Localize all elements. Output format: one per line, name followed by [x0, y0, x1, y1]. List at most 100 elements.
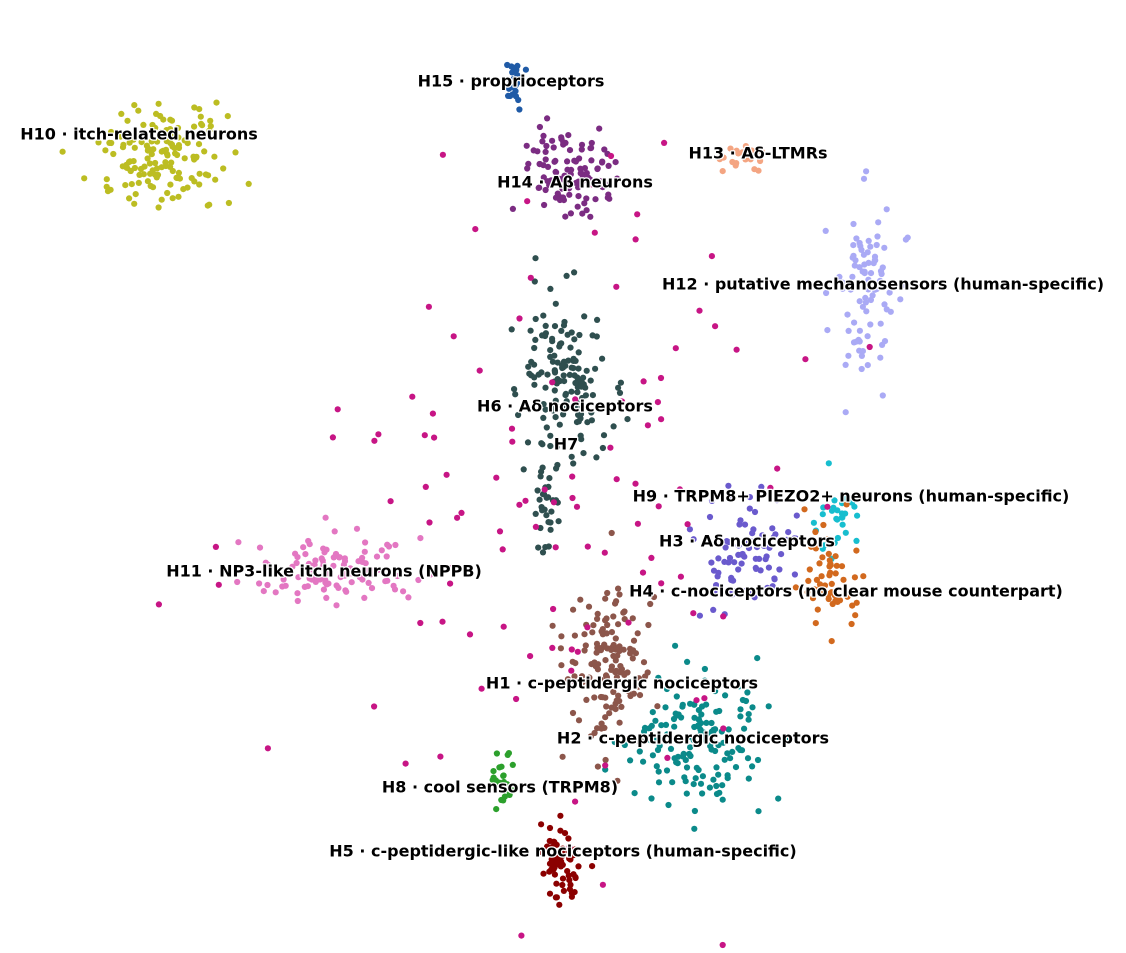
scatter-point [758, 148, 765, 155]
scatter-point [294, 590, 301, 597]
scatter-point [572, 874, 579, 882]
scatter-point [632, 480, 639, 487]
scatter-point [654, 703, 661, 710]
scatter-point [516, 501, 523, 508]
scatter-point [575, 365, 582, 372]
cluster-label: H11 · NP3-like itch neurons (NPPB) [166, 562, 482, 581]
scatter-point [548, 866, 555, 874]
scatter-point [566, 191, 573, 198]
scatter-point [805, 577, 812, 585]
scatter-point [727, 755, 734, 762]
scatter-point [560, 411, 567, 418]
scatter-point [674, 712, 681, 719]
scatter-point [421, 432, 428, 439]
scatter-point [747, 156, 754, 163]
scatter-point [850, 339, 858, 346]
scatter-point [594, 165, 601, 173]
scatter-point [383, 553, 390, 560]
scatter-point [749, 704, 756, 711]
scatter-point [565, 132, 572, 139]
scatter-point [817, 584, 824, 591]
scatter-point [774, 465, 781, 472]
scatter-point [792, 584, 800, 591]
scatter-point [728, 591, 736, 598]
scatter-point [839, 514, 846, 521]
scatter-point [849, 602, 856, 609]
scatter-point [225, 199, 232, 207]
scatter-point [731, 559, 738, 566]
scatter-point [546, 475, 553, 482]
scatter-point [785, 529, 792, 536]
scatter-point [719, 782, 726, 789]
scatter-point [701, 677, 708, 684]
scatter-point [549, 644, 556, 652]
scatter-point [499, 546, 506, 553]
scatter-point [713, 764, 720, 771]
scatter-point [549, 137, 556, 144]
scatter-point [771, 576, 778, 583]
scatter-point [834, 534, 842, 542]
scatter-point [540, 162, 547, 169]
scatter-point [532, 336, 539, 343]
scatter-point [618, 398, 626, 405]
scatter-point [853, 599, 860, 606]
scatter-point [727, 145, 734, 152]
scatter-point [852, 257, 859, 264]
scatter-point [131, 102, 138, 109]
scatter-point [498, 796, 505, 804]
scatter-point [321, 549, 328, 556]
scatter-point [149, 184, 157, 191]
scatter-point [720, 725, 727, 732]
scatter-point [839, 521, 846, 528]
scatter-point [563, 398, 570, 405]
scatter-point [696, 612, 704, 619]
scatter-point [575, 863, 582, 870]
scatter-point [175, 134, 182, 141]
scatter-point [540, 132, 547, 139]
scatter-point [553, 169, 560, 176]
scatter-point [558, 662, 565, 669]
scatter-point [106, 139, 113, 146]
cluster-points-2 [716, 143, 765, 175]
scatter-point [597, 676, 604, 683]
scatter-point [845, 352, 852, 359]
scatter-point [516, 315, 523, 322]
scatter-point [211, 153, 218, 160]
scatter-point [405, 594, 412, 601]
scatter-point [560, 139, 567, 146]
scatter-point [167, 139, 174, 146]
scatter-point [131, 200, 138, 207]
scatter-point [883, 206, 890, 213]
scatter-point [572, 660, 579, 667]
scatter-point [904, 234, 911, 241]
scatter-point [531, 374, 538, 381]
scatter-point [565, 872, 572, 879]
scatter-point [583, 195, 590, 202]
scatter-point [858, 246, 865, 253]
scatter-point [720, 739, 727, 746]
scatter-point [634, 630, 641, 637]
scatter-point [493, 474, 500, 481]
scatter-point [612, 635, 619, 642]
scatter-point [858, 365, 865, 373]
scatter-point [782, 734, 790, 741]
scatter-point [839, 491, 846, 498]
scatter-point [741, 521, 749, 528]
scatter-point [550, 144, 557, 151]
scatter-point [724, 775, 731, 782]
scatter-point [751, 166, 758, 173]
scatter-point [631, 790, 638, 797]
scatter-point [594, 610, 601, 618]
scatter-point [574, 389, 581, 396]
scatter-point [850, 242, 857, 249]
scatter-point [720, 613, 727, 620]
scatter-point [572, 158, 580, 165]
scatter-point [690, 610, 697, 617]
scatter-point [490, 768, 497, 775]
scatter-point [506, 788, 513, 795]
scatter-point [819, 511, 826, 518]
scatter-point [355, 558, 362, 565]
scatter-point [394, 572, 401, 580]
scatter-point [812, 620, 819, 627]
